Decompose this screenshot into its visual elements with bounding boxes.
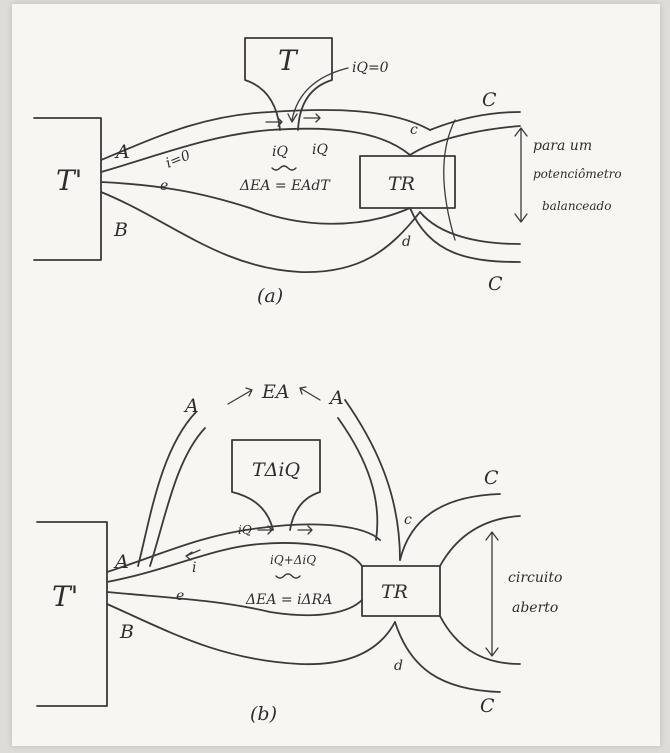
hot-block-b-label: TΔiQ <box>252 459 300 481</box>
current-i-b: i <box>192 560 196 576</box>
equation-b: ΔEA = iΔRA <box>245 592 332 608</box>
side-arrow-a <box>515 128 527 222</box>
wire-b-label-b: B <box>119 621 134 643</box>
ref-block-b <box>37 522 107 706</box>
wire-a-loop-right-inner <box>338 418 377 540</box>
hot-block-a-label: T <box>278 44 299 77</box>
caption-a: (a) <box>257 285 283 307</box>
wire-a-inner-b <box>107 543 362 582</box>
junction-c-label-a: c <box>410 122 418 138</box>
side-note-b-2: aberto <box>512 600 558 616</box>
equation-a: ΔEA = EAdT <box>239 178 331 194</box>
squiggle-b <box>276 574 300 578</box>
current-iq-a1: iQ <box>272 144 288 160</box>
emf-label-b: EA <box>261 381 290 403</box>
current-arrow-right-a <box>304 114 320 122</box>
current-iq-a2: iQ <box>312 142 328 158</box>
ref-block-b-label: T' <box>52 580 78 613</box>
hot-block-b <box>232 440 320 530</box>
side-note-b-1: circuito <box>508 570 562 586</box>
diagram-b: T' TΔiQ TR A A A B <box>37 381 562 725</box>
wire-b-outer-b <box>107 604 395 664</box>
current-top-label-a: iQ=0 <box>352 60 389 76</box>
wire-a-loop-left-outer <box>138 412 196 566</box>
caption-b: (b) <box>250 703 277 725</box>
side-arrow-b <box>486 532 498 656</box>
junction-box-b-label: TR <box>381 581 408 603</box>
wire-a-loop-right-outer <box>345 400 400 560</box>
wire-a-label-a: A <box>114 141 130 163</box>
wire-a-left-label-b: A <box>183 395 199 417</box>
wire-c-top-label-b: C <box>484 467 499 489</box>
squiggle-a <box>272 166 296 170</box>
wire-a-junction-label-b: A <box>113 551 129 573</box>
wire-c-top-label-a: C <box>482 89 497 111</box>
wire-c-bot-a-1 <box>420 212 520 244</box>
current-sum-b: iQ+ΔiQ <box>270 553 316 567</box>
junction-box-a-label: TR <box>388 173 415 195</box>
junction-c-label-b: c <box>404 512 412 528</box>
side-note-a-3: balanceado <box>542 199 611 213</box>
side-note-a-2: potenciômetro <box>533 167 622 181</box>
emf-arrow-left <box>228 388 252 404</box>
wire-c-bottom-label-a: C <box>488 273 503 295</box>
wire-c-top-b-2 <box>440 516 520 566</box>
current-arrow-left-a <box>266 118 282 126</box>
emf-arrow-right <box>300 387 320 400</box>
point-e-label-b: e <box>176 588 184 604</box>
wire-c-bottom-label-b: C <box>480 695 495 717</box>
wire-a-loop-left-inner <box>150 428 205 566</box>
wire-b-label-a: B <box>113 219 128 241</box>
side-note-a-1: para um <box>533 138 592 154</box>
wire-b-outer <box>101 192 420 272</box>
wire-c-bot-b-1 <box>440 616 520 664</box>
current-iq-b: iQ <box>238 523 252 537</box>
wire-a-right-label-b: A <box>328 387 344 409</box>
junction-d-label-b: d <box>394 658 403 674</box>
wire-c-bot-a-2 <box>410 208 520 262</box>
wire-c-top-a-2 <box>410 126 520 155</box>
ref-block-a-label: T' <box>56 164 82 197</box>
current-out-arrow-b <box>298 526 312 534</box>
wire-a-upper-inner <box>101 129 410 172</box>
point-e-label-a: e <box>160 178 168 194</box>
wire-a-upper-outer <box>101 110 430 160</box>
junction-d-label-a: d <box>402 234 411 250</box>
diagram-a: T' T TR A B C C c d e <box>34 38 622 307</box>
